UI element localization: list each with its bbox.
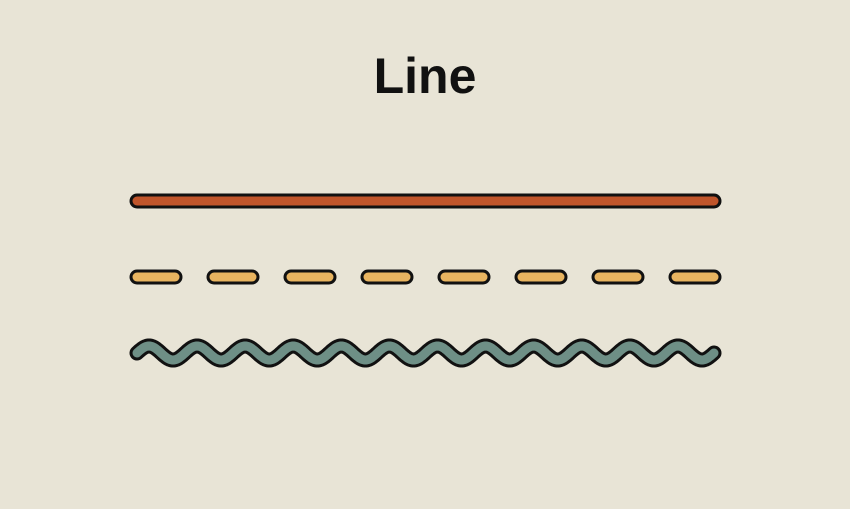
wavy-line (129, 338, 722, 368)
wavy-line-fill (132, 341, 719, 365)
page-title: Line (373, 48, 477, 104)
